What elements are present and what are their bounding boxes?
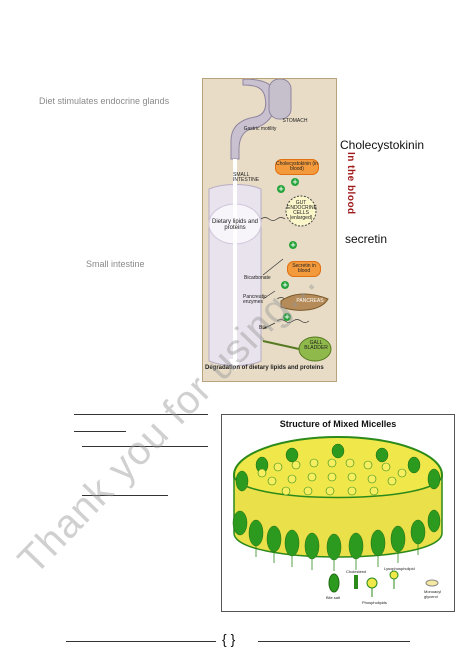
secretin-annotation: secretin	[345, 232, 388, 246]
bile-label: Bile	[259, 325, 268, 331]
bile-salt-legend-label: Bile salt	[326, 595, 341, 600]
secretin-pill	[287, 261, 321, 277]
plus-icon: +	[289, 241, 297, 249]
pancreas-label: PANCREAS	[296, 298, 324, 304]
plus-icon: +	[277, 185, 285, 193]
phospholipid-legend-icon	[366, 577, 378, 589]
cholesterol-legend-label: Cholesterol	[346, 569, 367, 574]
figure-title: Structure of Mixed Micelles	[279, 419, 397, 429]
blank-line	[74, 431, 126, 432]
page-number-brace: { }	[222, 631, 236, 647]
gastric-motility-label: Gastric motility	[243, 126, 277, 132]
cck-pill	[275, 159, 319, 175]
degradation-label: Degradation of dietary lipids and protei…	[205, 365, 324, 371]
phospholipids-legend-label: Phospholipids	[362, 600, 387, 605]
digestion-hormone-figure: STOMACH Gastric motility Cholecystokinin…	[202, 78, 337, 382]
cck-label: Cholecystokinin (in blood)	[276, 161, 318, 172]
bicarbonate-label: Bicarbonate	[244, 275, 271, 281]
micelle-diagram	[232, 436, 443, 597]
bile-salt-rim	[232, 443, 441, 561]
pancreas-shape	[280, 293, 329, 311]
bile-salt-legend-icon	[328, 573, 340, 593]
small-intestine-caption: Small intestine	[86, 259, 145, 269]
small-intestine-label: SMALL INTESTINE	[233, 172, 260, 183]
footer-line-right	[258, 641, 410, 642]
plus-icon: +	[283, 313, 291, 321]
gut-endocrine-label: GUT ENDOCRINE CELLS (enlarged)	[287, 200, 318, 221]
diet-caption: Diet stimulates endocrine glands	[39, 96, 170, 106]
cholecystokinin-annotation: Cholecystokinin	[340, 138, 425, 152]
digestion-diagram	[208, 79, 332, 371]
stomach-label: STOMACH	[282, 118, 308, 124]
plus-icon: +	[291, 178, 299, 186]
blank-line	[74, 414, 208, 415]
monoacylglycerol-legend-icon	[425, 579, 439, 587]
pancreatic-enzymes-label: Pancreatic enzymes	[243, 294, 267, 305]
cholesterol-legend-icon	[354, 575, 358, 589]
lysophospholipid-legend-label: Lysophospholipid	[384, 566, 415, 571]
lipid-tails	[255, 544, 419, 571]
monoacylglycerol-legend-label: Monoacyl glycerol	[424, 589, 442, 599]
in-the-blood-annotation: In the blood	[345, 152, 356, 215]
mixed-micelles-figure: Structure of Mixed Micelles	[221, 414, 455, 612]
secretin-blood-label: Secretin in blood	[292, 263, 316, 274]
endocrine-cell-circle	[285, 195, 317, 227]
dietary-lipids-label: Dietary lipids and proteins	[211, 219, 259, 231]
blank-line	[82, 446, 208, 447]
blank-line	[82, 495, 168, 496]
phospholipid-heads	[257, 458, 407, 496]
plus-icon: +	[281, 281, 289, 289]
lysophospholipid-legend-icon	[389, 570, 399, 580]
esophagus-shape	[268, 79, 292, 120]
footer-line-left	[66, 641, 216, 642]
gallbladder-label: GALL BLADDER	[304, 340, 328, 351]
